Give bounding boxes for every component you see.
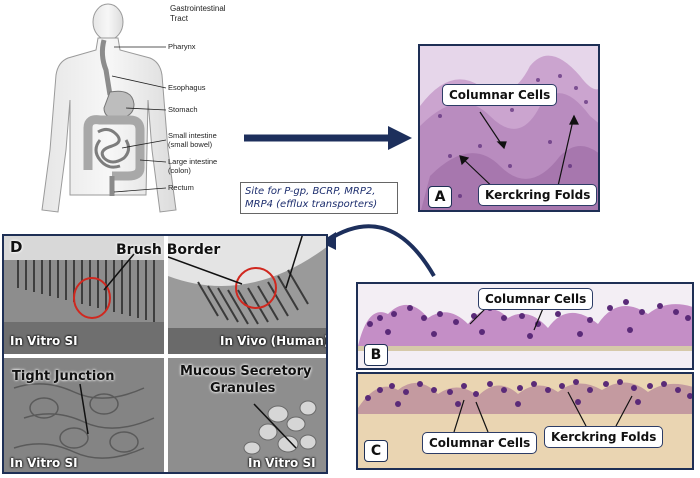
panel-a-kerckring-folds-label: Kerckring Folds [478,184,598,206]
mucous-granules-label-line-1: Mucous Secretory [180,364,312,379]
in-vitro-si-label-3: In Vitro SI [248,456,316,470]
panel-b-letter: B [364,344,388,366]
em-in-vivo-human-brush-border [168,236,326,354]
small-intestine-shape [94,127,131,169]
panel-b: Columnar Cells B [356,282,694,370]
arrow-to-panel-a [244,126,412,150]
label-rectum: Rectum [168,183,194,192]
esophagus-shape [99,39,113,96]
em-in-vitro-si-tight-junction [4,358,164,472]
curved-arrow-to-panel-b [320,224,436,278]
in-vivo-human-label: In Vivo (Human) [220,334,328,348]
label-pharynx: Pharynx [168,42,196,51]
label-small-bowel: (small bowel) [168,140,213,149]
panel-c-kerckring-folds-label: Kerckring Folds [544,426,664,448]
site-note-line-2: MRP4 (efflux transporters) [245,199,378,210]
tight-junction-label: Tight Junction [12,369,115,384]
panel-c-letter: C [364,440,388,462]
panel-a: Columnar Cells Kerckring Folds A [418,44,600,212]
site-note-line-1: Site for P-gp, BCRP, MRP2, [245,186,376,197]
mucous-granules-label-line-2: Granules [210,381,276,396]
panel-a-letter: A [428,186,452,208]
label-colon: (colon) [168,166,191,175]
label-esophagus: Esophagus [168,83,206,92]
anatomy-title: Gastrointestinal Tract [170,4,226,23]
panel-b-columnar-cells-label: Columnar Cells [478,288,594,310]
label-large-intestine: Large intestine [168,157,218,166]
panel-c-histology [358,374,692,468]
panel-c-columnar-cells-label: Columnar Cells [422,432,538,454]
in-vitro-si-label-1: In Vitro SI [10,334,78,348]
em-in-vitro-si-mucous-granules [168,358,326,472]
panel-a-columnar-cells-label: Columnar Cells [442,84,558,106]
efflux-transporter-site-note: Site for P-gp, BCRP, MRP2, MRP4 (efflux … [240,182,398,214]
stomach-shape [103,90,135,119]
brush-border-label: Brush Border [116,242,221,258]
panel-d: D Brush Border In Vitro SI In Vivo (Huma… [2,234,328,474]
panel-d-letter: D [10,238,23,256]
label-stomach: Stomach [168,105,198,114]
panel-c: Columnar Cells Kerckring Folds C [356,372,694,470]
large-intestine-shape [83,115,145,181]
em-in-vitro-si-brush-border [4,236,164,354]
label-small-intestine: Small intestine [168,131,217,140]
gi-tract-illustration [41,3,177,213]
in-vitro-si-label-2: In Vitro SI [10,456,78,470]
